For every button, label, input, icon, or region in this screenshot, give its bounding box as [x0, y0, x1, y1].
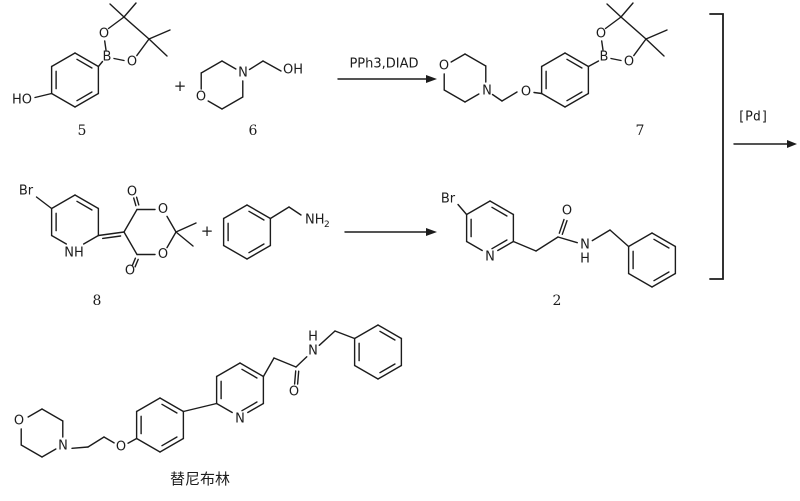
bromine-label: Br	[19, 184, 34, 199]
compound-2-number: 2	[553, 293, 562, 309]
hydroxyl-label: OH	[283, 63, 303, 78]
nitrogen-label: N	[482, 84, 492, 99]
reaction-arrow-2	[344, 228, 437, 236]
boron-label: B	[600, 50, 609, 65]
bromine-label: Br	[441, 192, 456, 207]
compound-6-number: 6	[249, 123, 258, 139]
plus-sign-2: +	[201, 222, 214, 240]
benzene-ring	[353, 324, 403, 380]
carbonyl-oxygen-label: O	[289, 385, 299, 400]
oxygen-label: O	[127, 55, 137, 70]
compound-7: O N O B O O 7	[439, 2, 668, 139]
pyridine-nitrogen-label: N	[485, 250, 495, 265]
ether-oxygen-label: O	[521, 85, 531, 100]
amide-hydrogen-label: H	[308, 330, 318, 345]
carbonyl-oxygen-label: O	[125, 264, 135, 279]
morpholine-nitrogen-label: N	[58, 439, 68, 454]
oxygen-label: O	[196, 90, 206, 105]
ring-oxygen-label: O	[158, 247, 168, 262]
pyridine-ring	[465, 200, 515, 252]
arrowhead-icon	[426, 228, 437, 236]
plus-sign-1: +	[174, 77, 187, 95]
morpholine-ring	[200, 60, 244, 110]
final-product-bonds	[71, 330, 356, 449]
closing-bracket	[709, 13, 724, 280]
benzene-ring	[50, 52, 100, 108]
compound-6-bonds	[248, 60, 282, 72]
oxygen-label: O	[99, 27, 109, 42]
catalyst-label: [Pd]	[737, 110, 768, 125]
compound-5-bonds	[34, 2, 171, 99]
compound-6: N O OH 6	[196, 60, 303, 139]
compound-8-number: 8	[93, 293, 102, 309]
compound-7-number: 7	[636, 123, 645, 139]
oxygen-label: O	[439, 59, 449, 74]
benzylamine: NH 2	[222, 204, 330, 260]
boron-label: B	[103, 50, 112, 65]
ether-oxygen-label: O	[116, 440, 126, 455]
pyridine-ring	[50, 194, 100, 245]
pyridine-ring	[215, 362, 265, 414]
amide-nitrogen-label: N	[580, 238, 590, 253]
morpholine-ring	[20, 408, 64, 458]
reaction-conditions: PPh3,DIAD	[349, 57, 418, 72]
compound-8: Br NH O O O O 8	[19, 184, 197, 309]
compound-2-bonds	[457, 203, 630, 252]
final-product: H N O N O N O 替尼布林	[14, 324, 403, 488]
ring-oxygen-label: O	[158, 202, 168, 217]
compound-5-number: 5	[78, 123, 87, 139]
compound-2: Br N O N H 2	[441, 192, 677, 309]
compound-8-bonds	[35, 196, 197, 268]
compound-7-bonds	[491, 2, 668, 102]
coupling-step: [Pd]	[709, 13, 797, 280]
hydroxyl-label: HO	[12, 93, 32, 108]
benzene-ring	[135, 397, 185, 453]
amide-hydrogen-label: H	[580, 252, 590, 267]
amine-subscript: 2	[324, 220, 330, 230]
nitrogen-label: N	[238, 66, 248, 81]
morpholine-ring	[443, 53, 487, 103]
final-product-name: 替尼布林	[170, 470, 230, 488]
carbonyl-oxygen-label: O	[127, 185, 137, 200]
amine-label: NH	[305, 213, 325, 228]
pyridine-nitrogen-label: N	[235, 412, 245, 427]
compound-5: HO B O O 5	[12, 2, 171, 139]
oxygen-label: O	[624, 55, 634, 70]
benzene-ring	[222, 204, 272, 260]
benzylamine-bonds	[269, 206, 302, 220]
arrowhead-icon	[426, 75, 437, 83]
carbonyl-oxygen-label: O	[562, 204, 572, 219]
benzene-ring	[627, 232, 677, 288]
amide-nitrogen-label: N	[308, 344, 318, 359]
arrowhead-icon	[787, 140, 797, 148]
reaction-arrow-1: PPh3,DIAD	[337, 57, 437, 83]
benzene-ring	[540, 52, 590, 108]
nh-label: NH	[64, 246, 84, 261]
oxygen-label: O	[596, 27, 606, 42]
morpholine-oxygen-label: O	[14, 414, 24, 429]
